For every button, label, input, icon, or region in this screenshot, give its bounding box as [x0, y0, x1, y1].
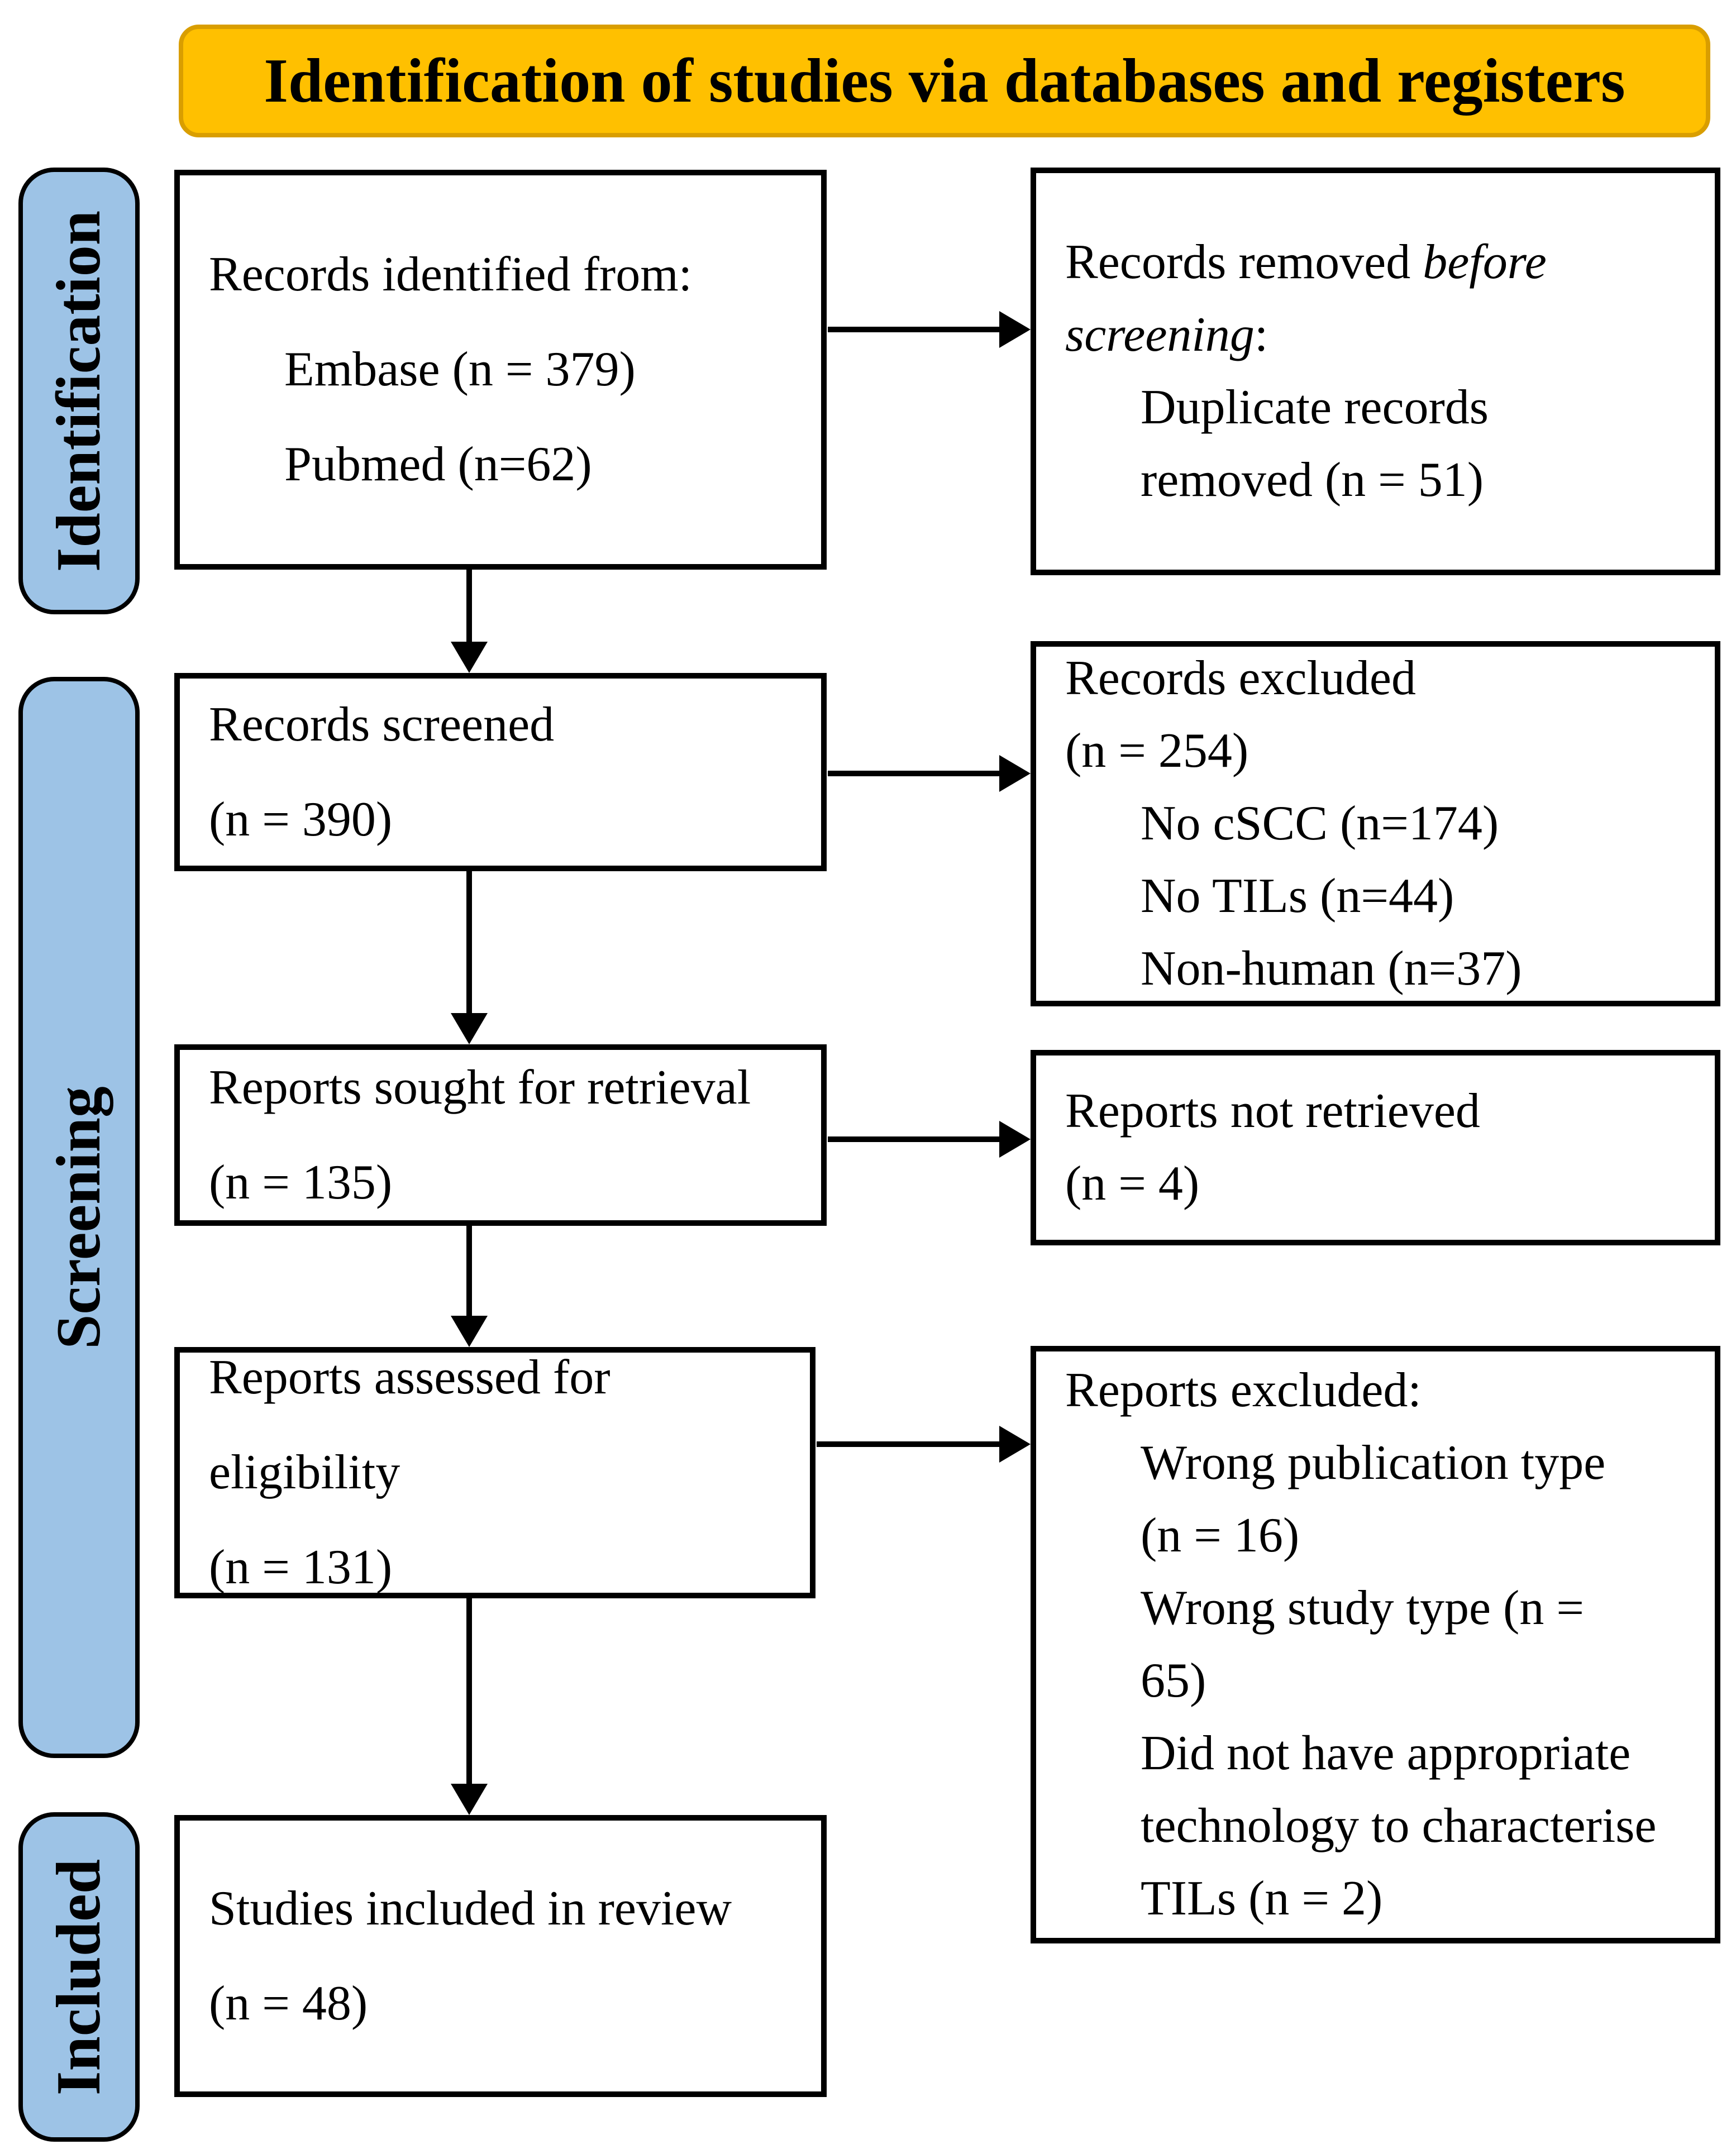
- records-removed-title-line1: Records removed before: [1065, 235, 1547, 289]
- reports-excluded-wrong-study-line1: Wrong study type (n =: [1141, 1581, 1584, 1635]
- records-screened-box: Records screened (n = 390): [174, 673, 827, 871]
- reports-excluded-box: Reports excluded: Wrong publication type…: [1031, 1346, 1720, 1943]
- stage-included: Included: [18, 1812, 140, 2142]
- records-identified-title: Records identified from:: [209, 247, 693, 302]
- arrowhead-assessed-to-reports-excluded: [999, 1426, 1031, 1463]
- records-excluded-count: (n = 254): [1065, 724, 1249, 778]
- reports-not-retrieved-count: (n = 4): [1065, 1157, 1200, 1211]
- reports-sought-title: Reports sought for retrieval: [209, 1060, 751, 1115]
- stage-screening-label: Screening: [44, 1086, 113, 1349]
- reports-excluded-wrong-study-line2: 65): [1141, 1654, 1206, 1708]
- arrow-sought-to-not-retrieved: [828, 1136, 1001, 1142]
- records-excluded-no-cscc: No cSCC (n=174): [1141, 796, 1499, 851]
- arrowhead-screened-to-excluded: [999, 755, 1031, 792]
- arrowhead-assessed-to-included: [451, 1784, 488, 1815]
- duplicate-records-line2: removed (n = 51): [1141, 453, 1484, 507]
- arrow-assessed-to-reports-excluded: [817, 1441, 1001, 1447]
- studies-included-box: Studies included in review (n = 48): [174, 1815, 827, 2097]
- studies-included-title: Studies included in review: [209, 1881, 732, 1936]
- arrow-identified-to-screened: [466, 570, 472, 642]
- reports-excluded-technology-line2: technology to characterise: [1141, 1799, 1657, 1853]
- arrow-screened-to-excluded: [828, 771, 1001, 776]
- reports-assessed-title-line1: Reports assessed for: [209, 1350, 611, 1405]
- records-excluded-box: Records excluded (n = 254) No cSCC (n=17…: [1031, 641, 1720, 1006]
- records-identified-pubmed: Pubmed (n=62): [284, 437, 592, 491]
- reports-excluded-wrong-publication-line2: (n = 16): [1141, 1508, 1300, 1563]
- arrow-assessed-to-included: [466, 1598, 472, 1785]
- records-excluded-non-human: Non-human (n=37): [1141, 942, 1522, 996]
- stage-identification-label: Identification: [44, 210, 113, 572]
- reports-excluded-title: Reports excluded:: [1065, 1363, 1422, 1417]
- arrowhead-identified-to-screened: [451, 642, 488, 673]
- stage-included-label: Included: [44, 1859, 113, 2095]
- reports-assessed-count: (n = 131): [209, 1540, 393, 1594]
- arrowhead-sought-to-not-retrieved: [999, 1121, 1031, 1158]
- arrowhead-sought-to-assessed: [451, 1316, 488, 1347]
- records-screened-count: (n = 390): [209, 792, 393, 847]
- reports-assessed-box: Reports assessed for eligibility (n = 13…: [174, 1347, 815, 1598]
- records-identified-embase: Embase (n = 379): [284, 342, 636, 397]
- records-excluded-no-tils: No TILs (n=44): [1141, 869, 1454, 923]
- arrow-sought-to-assessed: [466, 1226, 472, 1318]
- arrowhead-identified-to-removed: [999, 311, 1031, 348]
- reports-sought-count: (n = 135): [209, 1155, 393, 1210]
- records-removed-box: Records removed before screening: Duplic…: [1031, 168, 1720, 575]
- reports-sought-box: Reports sought for retrieval (n = 135): [174, 1044, 827, 1226]
- records-screened-title: Records screened: [209, 697, 555, 752]
- reports-excluded-technology-line3: TILs (n = 2): [1141, 1871, 1383, 1926]
- reports-not-retrieved-box: Reports not retrieved (n = 4): [1031, 1050, 1720, 1245]
- diagram-title: Identification of studies via databases …: [264, 46, 1625, 116]
- studies-included-count: (n = 48): [209, 1976, 368, 2031]
- reports-excluded-wrong-publication-line1: Wrong publication type: [1141, 1436, 1606, 1490]
- reports-not-retrieved-title: Reports not retrieved: [1065, 1084, 1480, 1138]
- arrowhead-screened-to-sought: [451, 1013, 488, 1044]
- reports-assessed-title-line2: eligibility: [209, 1445, 400, 1499]
- arrow-screened-to-sought: [466, 871, 472, 1014]
- duplicate-records-line1: Duplicate records: [1141, 380, 1489, 434]
- arrow-identified-to-removed: [828, 327, 1001, 332]
- header-banner: Identification of studies via databases …: [179, 25, 1710, 137]
- stage-identification: Identification: [18, 168, 140, 614]
- stage-screening: Screening: [18, 677, 140, 1758]
- records-excluded-title: Records excluded: [1065, 651, 1416, 705]
- records-identified-box: Records identified from: Embase (n = 379…: [174, 170, 827, 570]
- records-removed-title-line2: screening:: [1065, 308, 1268, 362]
- reports-excluded-technology-line1: Did not have appropriate: [1141, 1726, 1631, 1780]
